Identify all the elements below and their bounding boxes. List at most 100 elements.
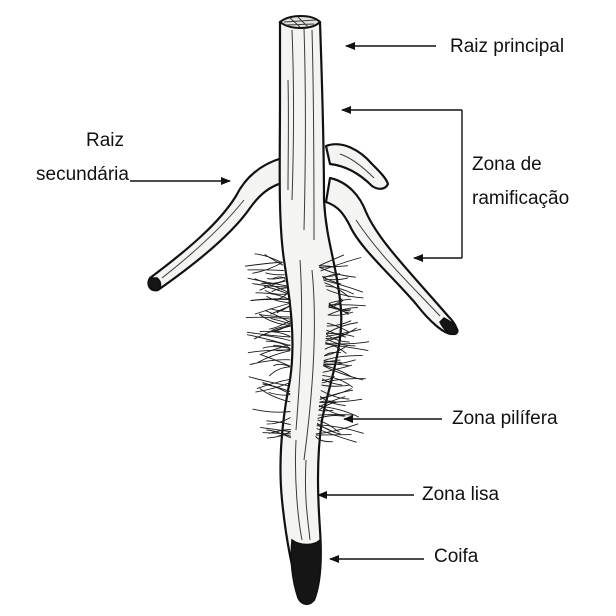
root-hair: [260, 426, 291, 433]
root-hair: [260, 344, 291, 355]
root-hair: [328, 304, 366, 307]
root-hair: [318, 265, 335, 268]
root-hair: [315, 436, 333, 443]
root-hair: [255, 382, 291, 393]
root-hair: [318, 409, 334, 412]
root-hair: [321, 378, 366, 384]
main-root-label: Raiz principal: [450, 36, 564, 57]
root-hair: [244, 261, 283, 267]
root-hair: [272, 322, 291, 332]
root-hair: [252, 262, 283, 274]
root-hair: [265, 310, 291, 323]
root-hair: [266, 429, 291, 439]
branching-zone-label-line1: Zona de: [472, 154, 542, 175]
root-hair: [261, 334, 291, 342]
root-hair: [277, 304, 292, 312]
root-hair: [323, 355, 363, 362]
root-hair: [254, 278, 288, 293]
root-hair: [322, 364, 352, 373]
root-hair: [320, 390, 350, 400]
root-hair: [246, 334, 291, 347]
root-hair: [273, 363, 291, 368]
root-hair: [315, 434, 352, 436]
root-hair: [324, 282, 350, 298]
root-hair: [323, 359, 341, 364]
root-hair: [315, 423, 359, 435]
root-hair: [250, 298, 289, 301]
root-hair: [247, 277, 287, 287]
root-hair: [323, 360, 342, 363]
root-hair: [265, 340, 291, 350]
root-hair: [322, 273, 340, 279]
right-stub-branch: [324, 143, 390, 190]
root-hairs: [244, 253, 370, 443]
root-hair: [271, 276, 286, 280]
root-hair: [323, 279, 364, 293]
root-hair: [327, 311, 354, 316]
root-hair: [323, 365, 364, 381]
root-hair: [259, 280, 286, 291]
main-root: [278, 20, 343, 604]
root-hair: [265, 272, 285, 276]
root-hair: [270, 325, 291, 332]
root-hair: [254, 253, 283, 264]
root-hair: [270, 317, 291, 325]
root-hair: [268, 429, 291, 434]
root-hair: [262, 383, 291, 393]
root-hair: [268, 392, 291, 396]
root-hair: [323, 359, 356, 366]
root-hair: [325, 341, 347, 354]
root-hair: [316, 428, 357, 443]
root-hair: [317, 419, 340, 433]
root-hair: [252, 283, 287, 288]
root-hair: [321, 376, 335, 381]
root-hair: [249, 359, 291, 366]
root-hair: [327, 307, 358, 316]
root-hair: [318, 254, 345, 267]
smooth-zone-label: Zona lisa: [422, 484, 500, 505]
hair-zone-label: Zona pilífera: [452, 408, 558, 429]
root-hair: [266, 295, 291, 304]
root-hair: [319, 398, 363, 403]
root-hair: [261, 279, 286, 284]
root-cap: [290, 538, 322, 605]
root-hair: [257, 350, 291, 363]
root-hair: [326, 329, 347, 338]
root-hair: [256, 378, 291, 390]
root-hair: [262, 432, 291, 435]
root-hair: [316, 425, 334, 433]
root-hair: [325, 343, 369, 352]
root-hair: [319, 389, 353, 401]
root-hair: [325, 285, 355, 295]
root-hair: [277, 434, 292, 437]
root-hair: [323, 277, 349, 281]
root-hair: [328, 299, 344, 309]
root-hair: [318, 405, 360, 418]
root-hair: [319, 266, 356, 278]
root-hair: [252, 408, 291, 413]
root-hair: [327, 322, 350, 333]
root-hair: [319, 388, 352, 399]
root-hair: [317, 415, 345, 419]
root-hair: [266, 417, 291, 425]
root-hair: [321, 384, 350, 387]
root-hair: [326, 320, 352, 327]
right-secondary-root-tip: [439, 317, 459, 336]
root-hair: [321, 378, 343, 386]
left-secondary-root-tip: [147, 277, 162, 292]
root-hair: [276, 305, 291, 314]
root-hair: [248, 376, 291, 387]
branching-zone-label-line2: ramificação: [472, 188, 569, 209]
root-hair: [264, 290, 288, 295]
annotation-arrows: [130, 42, 463, 563]
root-hair: [259, 388, 291, 403]
root-cap-label: Coifa: [434, 546, 479, 567]
root-hair: [325, 333, 350, 343]
root-hair: [325, 337, 356, 347]
root-hair: [245, 316, 291, 320]
root-hair: [323, 365, 352, 377]
root-hair: [317, 414, 354, 416]
root-hair: [325, 341, 370, 345]
